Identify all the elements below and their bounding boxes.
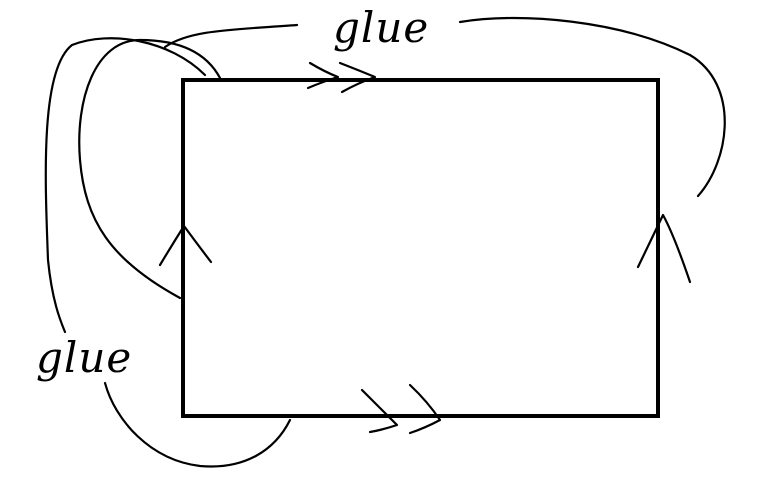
glue-curve-left-top bbox=[78, 38, 222, 300]
glue-curve-outer-left bbox=[44, 37, 207, 334]
right-edge-arrow bbox=[636, 213, 692, 284]
glue-curve-top-left-segment bbox=[163, 23, 299, 49]
square bbox=[181, 78, 660, 418]
bottom-edge-arrow-1 bbox=[360, 388, 399, 434]
glue-curve-top-right bbox=[458, 16, 726, 198]
bottom-glue-label: glue bbox=[36, 333, 132, 382]
bottom-edge-arrow-2 bbox=[408, 383, 442, 435]
glue-curve-bottom bbox=[103, 381, 292, 468]
top-edge-arrow-2 bbox=[338, 61, 377, 94]
top-edge-arrow-1 bbox=[306, 61, 340, 90]
top-glue-label: glue bbox=[333, 3, 429, 52]
left-edge-arrow bbox=[158, 224, 213, 267]
